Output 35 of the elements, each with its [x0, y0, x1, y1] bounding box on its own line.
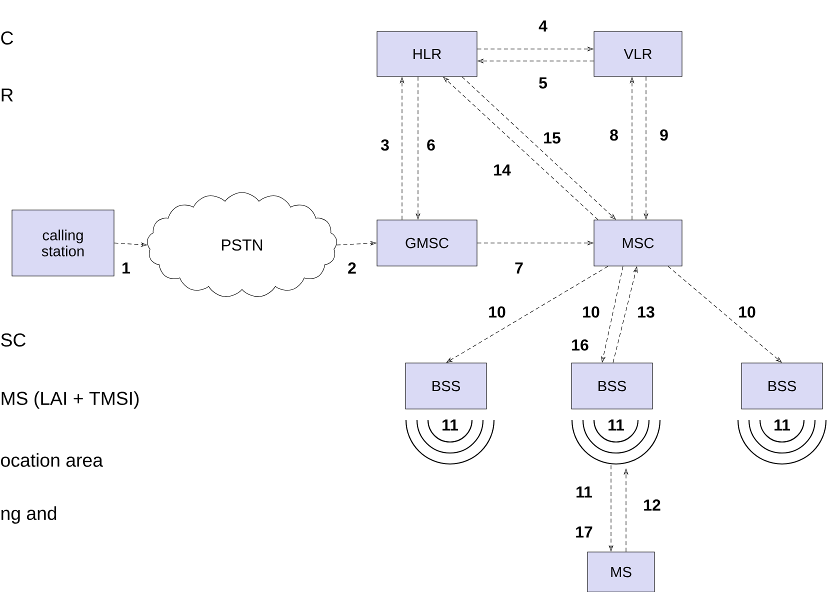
note-text: ng and: [2, 506, 56, 524]
process-box: HLR: [376, 31, 478, 77]
note-text: SC: [1, 333, 26, 347]
process-box: BSS: [571, 362, 653, 410]
process-box: MS: [587, 552, 655, 592]
edge-label: 2: [348, 262, 356, 274]
edge-label: 10: [583, 306, 600, 318]
edge-label: 9: [660, 129, 668, 141]
note-text: C: [1, 31, 14, 45]
note-text: ocation area: [1, 453, 103, 467]
edge-label: 13: [638, 306, 654, 318]
edge-label: 8: [610, 129, 618, 141]
edge-label: 4: [538, 20, 548, 32]
step-number: 16: [572, 339, 588, 351]
edge-label: 7: [515, 262, 523, 274]
step-number: 17: [576, 526, 592, 538]
process-box: BSS: [405, 362, 487, 410]
edge-label: 6: [427, 139, 435, 151]
edge-label: 1: [122, 262, 130, 274]
edge-label: 10: [489, 306, 506, 318]
edge-label: 12: [644, 499, 660, 511]
edge-label: 3: [380, 139, 389, 151]
process-box: calling station: [12, 210, 114, 276]
edge-label: 11: [576, 486, 592, 498]
edge-label: 15: [544, 132, 560, 144]
process-box: GMSC: [376, 220, 478, 266]
arrow: [446, 266, 608, 363]
process-box: MSC: [594, 220, 682, 266]
process-box: BSS: [741, 362, 823, 410]
note-text: R: [2, 88, 13, 102]
process-box: VLR: [594, 31, 682, 77]
edge-label: 10: [739, 306, 756, 318]
edge-label: 5: [539, 77, 547, 89]
edge-label: 14: [494, 164, 511, 176]
note-text: MS (LAI + TMSI): [2, 391, 139, 409]
